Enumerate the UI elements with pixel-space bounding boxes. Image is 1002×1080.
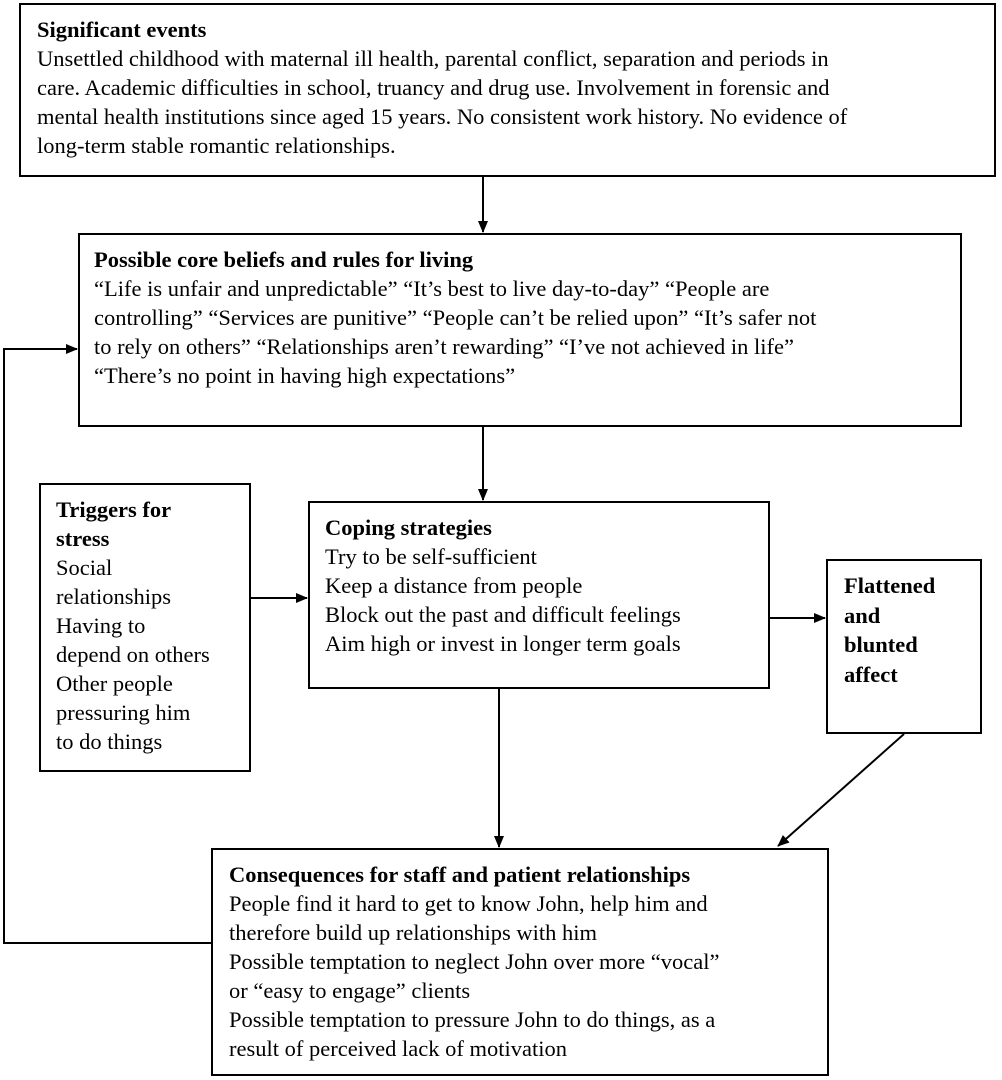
consequences-line: therefore build up relationships with hi…: [229, 920, 598, 945]
coping-strategies-line: Block out the past and difficult feeling…: [325, 602, 681, 627]
consequences-box: Consequences for staff and patient relat…: [211, 848, 829, 1076]
flattened-affect-title: Flattened: [844, 573, 936, 598]
significant-events-line: long-term stable romantic relationships.: [37, 133, 396, 158]
significant-events-title: Significant events: [37, 17, 207, 42]
flattened-affect-title: blunted: [844, 632, 918, 657]
consequences-line: or “easy to engage” clients: [229, 978, 471, 1003]
triggers-line: pressuring him: [56, 700, 191, 725]
core-beliefs-box: Possible core beliefs and rules for livi…: [78, 233, 962, 427]
coping-strategies-box: Coping strategies Try to be self-suffici…: [308, 501, 770, 689]
core-beliefs-line: to rely on others” “Relationships aren’t…: [94, 334, 794, 359]
coping-strategies-line: Keep a distance from people: [325, 573, 583, 598]
core-beliefs-line: “Life is unfair and unpredictable” “It’s…: [94, 276, 770, 301]
consequences-title: Consequences for staff and patient relat…: [229, 862, 691, 887]
flattened-affect-title: and: [844, 602, 881, 628]
significant-events-line: mental health institutions since aged 15…: [37, 104, 848, 129]
consequences-line: result of perceived lack of motivation: [229, 1036, 568, 1061]
significant-events-box: Significant events Unsettled childhood w…: [19, 3, 996, 177]
flattened-affect-box: Flattened and blunted affect: [826, 559, 982, 734]
triggers-title: stress: [56, 526, 110, 551]
triggers-line: Other people: [56, 671, 173, 696]
triggers-title: Triggers for: [56, 497, 172, 522]
coping-strategies-line: Try to be self-sufficient: [325, 544, 537, 569]
triggers-line: relationships: [56, 584, 171, 609]
triggers-line: Having to: [56, 613, 146, 638]
core-beliefs-line: “There’s no point in having high expecta…: [94, 363, 516, 388]
triggers-line: Social: [56, 555, 113, 580]
flattened-affect-title: affect: [844, 661, 898, 687]
triggers-line: depend on others: [56, 642, 210, 667]
significant-events-line: care. Academic difficulties in school, t…: [37, 75, 830, 100]
arrow-affect-to-consequences: [777, 733, 905, 847]
consequences-line: Possible temptation to pressure John to …: [229, 1007, 716, 1032]
core-beliefs-line: controlling” “Services are punitive” “Pe…: [94, 305, 817, 330]
triggers-box: Triggers for stress Social relationships…: [39, 483, 251, 772]
consequences-line: Possible temptation to neglect John over…: [229, 949, 720, 974]
core-beliefs-title: Possible core beliefs and rules for livi…: [94, 247, 474, 272]
coping-strategies-title: Coping strategies: [325, 515, 492, 540]
coping-strategies-line: Aim high or invest in longer term goals: [325, 631, 681, 656]
significant-events-line: Unsettled childhood with maternal ill he…: [37, 46, 829, 71]
triggers-line: to do things: [56, 729, 163, 754]
consequences-line: People find it hard to get to know John,…: [229, 891, 708, 916]
arrow-consequences-to-beliefs: [3, 344, 211, 944]
